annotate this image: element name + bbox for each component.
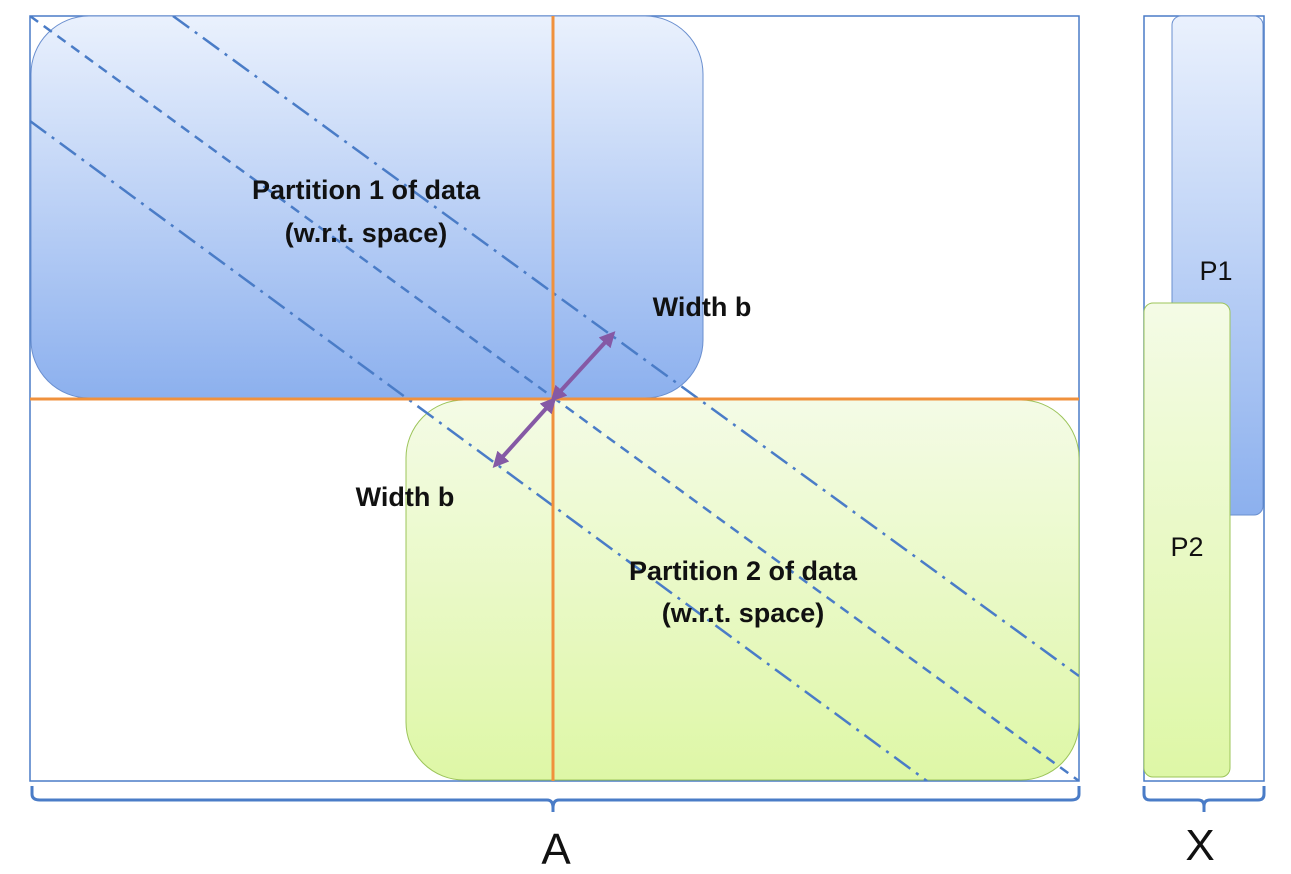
width-label-lower: Width b: [356, 482, 455, 512]
width-arrow-upper: [550, 331, 616, 402]
brace-x: [1142, 786, 1266, 812]
partition-1-label-line2: (w.r.t. space): [285, 218, 448, 248]
partition-1-label-line1: Partition 1 of data: [252, 175, 481, 205]
axis-label-x: X: [1185, 821, 1214, 870]
partition-2-region: [405, 399, 1080, 781]
axis-label-a: A: [541, 825, 571, 874]
x-block-p1-label: P1: [1199, 256, 1232, 286]
width-arrow-lower: [492, 397, 557, 468]
partition-1-region: [30, 15, 704, 399]
x-block-p2: [1143, 302, 1231, 778]
diagonal-center: [172, 16, 1079, 678]
x-block-p2-label: P2: [1170, 532, 1203, 562]
brace-a: [30, 786, 1081, 812]
partition-2-label-line2: (w.r.t. space): [662, 598, 825, 628]
partition-2-label-line1: Partition 2 of data: [629, 556, 858, 586]
diagonal-lower: [30, 119, 928, 781]
width-label-upper: Width b: [653, 292, 752, 322]
